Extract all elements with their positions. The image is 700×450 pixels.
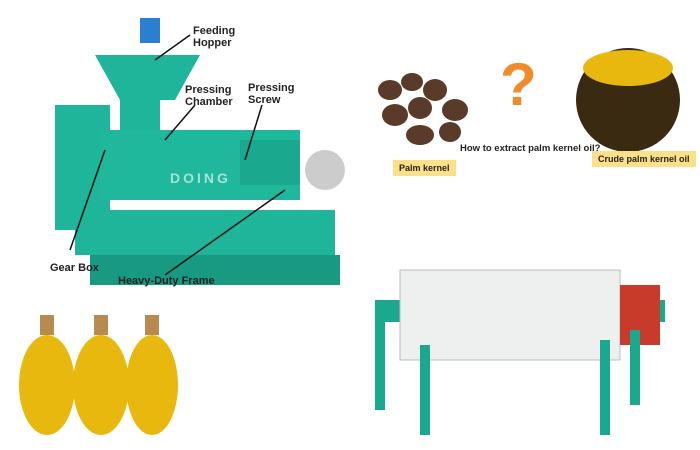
watermark: DOING — [170, 170, 231, 186]
label-frame: Heavy-Duty Frame — [118, 275, 215, 287]
label-feeding-hopper: Feeding Hopper — [193, 25, 236, 49]
palm-kernel-tag: Palm kernel — [393, 160, 456, 176]
oil-press-machine — [55, 18, 345, 285]
label-pressing-chamber: Pressing Chamber — [185, 84, 233, 108]
label-pressing-screw: Pressing Screw — [248, 82, 295, 106]
crude-oil-tag: Crude palm kernel oil — [592, 151, 696, 167]
question-mark: ? — [500, 51, 537, 118]
question-text: How to extract palm kernel oil? — [460, 143, 601, 154]
label-gear-box: Gear Box — [50, 262, 99, 274]
filter-press — [375, 269, 665, 435]
oil-bottles — [19, 315, 178, 435]
palm-kernels — [378, 73, 468, 145]
crude-oil-bowl — [576, 48, 680, 152]
